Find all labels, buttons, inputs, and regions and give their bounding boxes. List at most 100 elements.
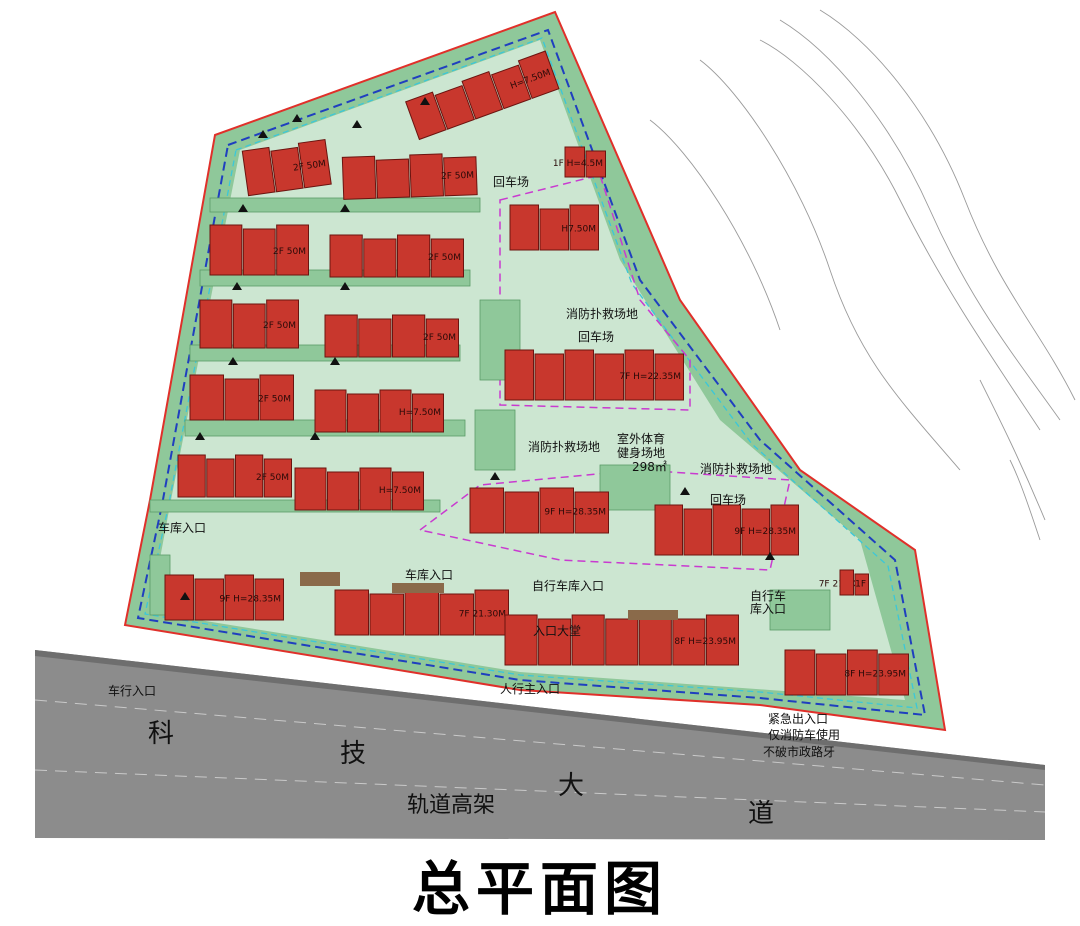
building-b6: 2F 50M xyxy=(329,234,464,278)
building-label: 2F 50M xyxy=(273,247,306,257)
building-label: 2F 50M xyxy=(258,395,291,405)
road-name-char-2: 技 xyxy=(340,739,366,769)
building-label: 1F xyxy=(855,580,866,590)
building-b11: 2F 50M xyxy=(177,454,292,498)
building-unit xyxy=(324,314,358,358)
building-label: 1F H=4.5M xyxy=(553,159,603,169)
building-unit xyxy=(469,487,504,534)
building-b19: 7F 21.30M xyxy=(334,589,509,636)
building-unit xyxy=(164,574,194,621)
building-unit xyxy=(474,589,509,636)
building-b13: H7.50M xyxy=(509,204,599,251)
building-unit xyxy=(504,491,539,534)
building-unit xyxy=(574,491,609,534)
building-unit xyxy=(327,471,359,511)
building-unit xyxy=(358,318,392,358)
building-unit xyxy=(341,155,377,200)
building-unit xyxy=(585,150,606,178)
building-unit xyxy=(564,146,585,178)
building-b20: 8F H=23.95M xyxy=(504,614,740,666)
building-unit xyxy=(504,614,538,666)
building-label: 9F H=28.35M xyxy=(219,595,281,605)
road-labels: 科 技 大 道 轨道高架 xyxy=(148,719,774,829)
building-unit xyxy=(569,204,599,251)
building-unit xyxy=(206,458,235,498)
road-name-char-1: 科 xyxy=(148,719,174,749)
turnaround-label-3: 回车场 xyxy=(710,492,746,507)
building-unit xyxy=(235,454,264,498)
building-label: 2F 50M xyxy=(256,473,289,483)
building-unit xyxy=(425,318,459,358)
building-unit xyxy=(329,234,363,278)
building-unit xyxy=(461,70,504,120)
road-name-char-3: 大 xyxy=(558,771,584,801)
garage-entrance-label-1: 车库入口 xyxy=(158,520,206,535)
building-unit xyxy=(224,574,254,621)
building-label: 9F H=28.35M xyxy=(544,508,606,518)
building-unit xyxy=(605,618,639,666)
entrance-markers xyxy=(180,97,775,600)
building-unit xyxy=(241,146,276,197)
building-label: 2F 50M xyxy=(263,321,296,331)
building-unit xyxy=(430,238,464,278)
vehicle-entrance-label: 车行入口 xyxy=(108,683,156,698)
building-unit xyxy=(270,146,304,193)
building-unit xyxy=(638,614,672,666)
building-unit xyxy=(266,299,299,349)
building-unit xyxy=(199,299,233,349)
building-unit xyxy=(878,653,909,696)
building-b1: 2F 50M xyxy=(241,138,332,197)
turnaround-label-1: 回车场 xyxy=(493,174,529,189)
building-unit xyxy=(683,508,712,556)
building-unit xyxy=(770,504,799,556)
building-unit xyxy=(392,471,424,511)
building-b5: 2F 50M xyxy=(209,224,309,276)
building-unit xyxy=(409,153,444,198)
building-unit xyxy=(594,353,624,401)
sports-area-label-3: 298㎡ xyxy=(632,460,667,474)
lobby-label: 入口大堂 xyxy=(533,624,581,638)
building-unit xyxy=(224,378,259,421)
entrance-labels: 车行入口 人行主入口 车库入口 车库入口 自行车库入口 自行车 库入口 入口大堂… xyxy=(108,520,840,759)
building-unit xyxy=(359,467,392,511)
building-unit xyxy=(847,649,878,696)
building-unit xyxy=(741,508,770,556)
building-b8: 2F 50M xyxy=(324,314,459,358)
building-unit xyxy=(564,349,594,401)
building-unit xyxy=(404,589,439,636)
building-unit xyxy=(654,504,683,556)
building-unit xyxy=(412,393,444,433)
building-unit xyxy=(712,504,741,556)
fire-rescue-label-3: 消防扑救场地 xyxy=(700,461,772,476)
building-unit xyxy=(294,467,327,511)
emergency-entrance-label-3: 不破市政路牙 xyxy=(763,744,835,759)
site-labels: 回车场 回车场 回车场 消防扑救场地 消防扑救场地 消防扑救场地 室外体育 健身… xyxy=(493,174,772,507)
building-unit xyxy=(654,353,684,401)
turnaround-label-2: 回车场 xyxy=(578,329,614,344)
building-unit xyxy=(259,374,294,421)
sports-area-label-2: 健身场地 xyxy=(617,445,665,460)
building-unit xyxy=(379,389,412,433)
building-unit xyxy=(538,618,572,666)
building-b2: 2F 50M xyxy=(341,153,478,200)
bicycle-garage-entrance-label: 自行车库入口 xyxy=(532,578,604,593)
terrain-contours xyxy=(649,9,1076,541)
building-b3: H=7.50M xyxy=(405,50,560,141)
building-unit xyxy=(509,204,539,251)
building-label: 9F H=28.35M xyxy=(734,527,796,537)
building-unit xyxy=(539,208,569,251)
building-unit xyxy=(784,649,816,696)
building-unit xyxy=(815,653,847,696)
building-unit xyxy=(854,573,869,596)
building-unit xyxy=(504,349,534,401)
building-b14: 1F H=4.5M xyxy=(553,146,606,178)
building-b7: 2F 50M xyxy=(199,299,299,349)
building-unit xyxy=(177,454,206,498)
map-title: 总平面图 xyxy=(411,855,668,923)
building-unit xyxy=(263,458,292,498)
building-unit xyxy=(517,50,560,100)
building-b10: H=7.50M xyxy=(314,389,444,433)
building-label: 7F 21.30M xyxy=(459,610,506,620)
building-label: 2F 50M xyxy=(423,333,456,343)
